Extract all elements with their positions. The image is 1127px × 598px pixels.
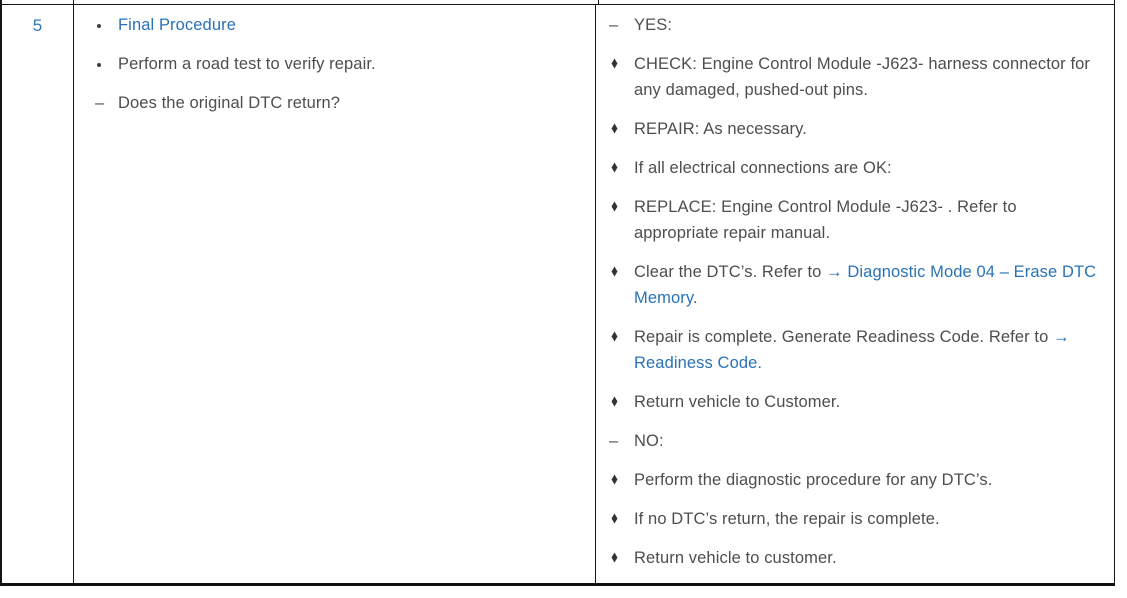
- dash-bullet-icon: –: [609, 432, 619, 450]
- previous-row-results-cell: [599, 0, 1114, 4]
- text-segment: REPLACE: Engine Control Module -J623- . …: [634, 198, 1017, 242]
- list-item-text: If all electrical connections are OK:: [634, 155, 1102, 181]
- list-item: –YES:: [609, 12, 1102, 38]
- text-segment: YES:: [634, 16, 673, 34]
- diamond-bullet-icon: [609, 155, 634, 181]
- list-item: Perform the diagnostic procedure for any…: [609, 467, 1102, 493]
- reference-link[interactable]: → Readiness Code.: [634, 328, 1070, 372]
- list-item: REPLACE: Engine Control Module -J623- . …: [609, 194, 1102, 246]
- dot-bullet-icon: [95, 51, 118, 77]
- list-item-text: NO:: [634, 428, 1102, 454]
- diamond-bullet-icon: [609, 545, 634, 571]
- list-item-text: If no DTC’s return, the repair is comple…: [634, 506, 1102, 532]
- text-segment: If no DTC’s return, the repair is comple…: [634, 510, 940, 528]
- list-item: Return vehicle to customer.: [609, 545, 1102, 571]
- step-number: 5: [32, 16, 43, 35]
- text-segment: NO:: [634, 432, 664, 450]
- list-item-text: REPAIR: As necessary.: [634, 116, 1102, 142]
- text-segment: Return vehicle to customer.: [634, 549, 837, 567]
- list-item: If no DTC’s return, the repair is comple…: [609, 506, 1102, 532]
- previous-row-step-cell: [2, 0, 74, 4]
- list-item-text: REPLACE: Engine Control Module -J623- . …: [634, 194, 1102, 246]
- list-item-text: Perform the diagnostic procedure for any…: [634, 467, 1102, 493]
- previous-row-procedure-cell: [74, 0, 599, 4]
- diamond-bullet-icon: [609, 51, 634, 103]
- list-item-text: YES:: [634, 12, 1102, 38]
- results-cell: –YES:CHECK: Engine Control Module -J623-…: [596, 5, 1114, 583]
- diamond-bullet-icon: [609, 194, 634, 246]
- text-segment: .: [692, 289, 698, 307]
- step-number-cell: 5: [2, 5, 74, 583]
- previous-row-remnant: [2, 0, 1114, 5]
- text-segment: Clear the DTC’s. Refer to: [634, 263, 827, 281]
- list-item-text: Repair is complete. Generate Readiness C…: [634, 324, 1102, 376]
- text-segment: Return vehicle to Customer.: [634, 393, 841, 411]
- dot-bullet-icon: [95, 12, 118, 38]
- list-item: Final Procedure: [95, 12, 583, 38]
- diamond-bullet-icon: [609, 259, 634, 311]
- dash-bullet-icon: –: [95, 94, 105, 112]
- text-segment: REPAIR: As necessary.: [634, 120, 807, 138]
- list-item-text: Does the original DTC return?: [118, 90, 583, 116]
- reference-link[interactable]: Final Procedure: [118, 16, 236, 34]
- text-segment: Perform the diagnostic procedure for any…: [634, 471, 993, 489]
- text-segment: If all electrical connections are OK:: [634, 159, 892, 177]
- list-item: REPAIR: As necessary.: [609, 116, 1102, 142]
- diamond-bullet-icon: [609, 116, 634, 142]
- diamond-bullet-icon: [609, 506, 634, 532]
- diamond-bullet-icon: [609, 389, 634, 415]
- list-item-text: Final Procedure: [118, 12, 583, 38]
- list-item-text: CHECK: Engine Control Module -J623- harn…: [634, 51, 1102, 103]
- list-item: Clear the DTC’s. Refer to → Diagnostic M…: [609, 259, 1102, 311]
- list-item: –Does the original DTC return?: [95, 90, 583, 116]
- list-item: Perform a road test to verify repair.: [95, 51, 583, 77]
- list-item: Repair is complete. Generate Readiness C…: [609, 324, 1102, 376]
- text-segment: Perform a road test to verify repair.: [118, 55, 376, 73]
- text-segment: Repair is complete. Generate Readiness C…: [634, 328, 1054, 346]
- results-list: –YES:CHECK: Engine Control Module -J623-…: [596, 5, 1114, 571]
- list-item: If all electrical connections are OK:: [609, 155, 1102, 181]
- reference-link[interactable]: → Diagnostic Mode 04 – Erase DTC Memory: [634, 263, 1097, 307]
- list-item: CHECK: Engine Control Module -J623- harn…: [609, 51, 1102, 103]
- text-segment: CHECK: Engine Control Module -J623- harn…: [634, 55, 1091, 99]
- text-segment: Does the original DTC return?: [118, 94, 341, 112]
- diamond-bullet-icon: [609, 324, 634, 376]
- list-item-text: Perform a road test to verify repair.: [118, 51, 583, 77]
- list-item-text: Return vehicle to Customer.: [634, 389, 1102, 415]
- list-item: Return vehicle to Customer.: [609, 389, 1102, 415]
- list-item-text: Return vehicle to customer.: [634, 545, 1102, 571]
- diamond-bullet-icon: [609, 467, 634, 493]
- list-item-text: Clear the DTC’s. Refer to → Diagnostic M…: [634, 259, 1102, 311]
- list-item: –NO:: [609, 428, 1102, 454]
- dash-bullet-icon: –: [609, 16, 619, 34]
